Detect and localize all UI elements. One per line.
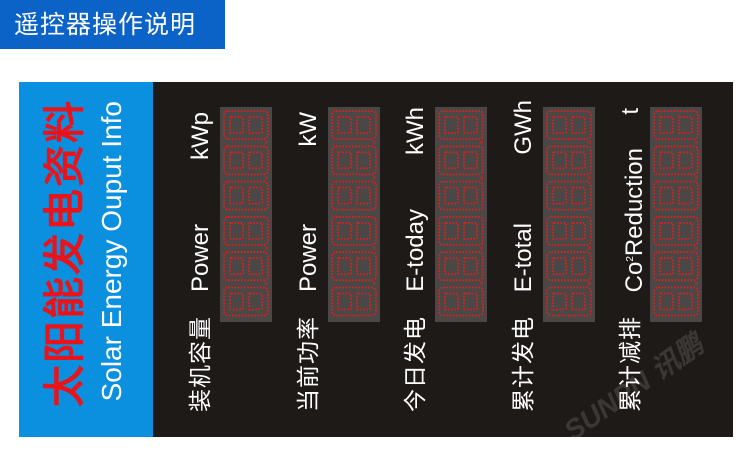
led-digit [545, 286, 592, 317]
unit-label: GWh [509, 100, 537, 155]
label-cn: 累计发电 [510, 316, 537, 412]
led-digit [653, 286, 699, 317]
led-display: × × × × [220, 107, 272, 322]
led-display: × × × × [650, 107, 702, 322]
led-digit: × [223, 110, 269, 147]
led-display: × × × × [327, 107, 380, 322]
led-digit: × [545, 216, 592, 253]
decimal-point: × [479, 138, 484, 147]
unit-label: kW [294, 112, 322, 147]
label-en: Power [294, 223, 322, 292]
title-cn: 太阳能发电资料 [40, 98, 89, 407]
decimal-point: × [264, 279, 269, 288]
decimal-point: × [587, 173, 592, 182]
title-en: Solar Energy Ouput Info [96, 100, 127, 401]
label-en-main: Co [621, 261, 648, 292]
decimal-point: × [694, 173, 699, 182]
led-digit [653, 180, 699, 211]
led-digit: × [223, 251, 269, 288]
led-digit: × [653, 216, 699, 253]
led-digit: × [330, 251, 377, 288]
solar-info-panel: 太阳能发电资料 Solar Energy Ouput Info SUNPN 讯鹏… [19, 82, 733, 447]
led-digit: × [438, 216, 484, 253]
unit-label: kWp [187, 112, 214, 160]
led-display: × × × × [542, 107, 595, 322]
led-digit: × [438, 145, 484, 182]
led-digit [223, 286, 269, 317]
label-en: E-total [509, 222, 537, 292]
decimal-point: × [372, 244, 377, 253]
decimal-point: × [479, 244, 484, 253]
decimal-point: × [694, 279, 699, 288]
label-cn: 今日发电 [403, 316, 429, 412]
led-digit: × [330, 216, 377, 253]
led-digit: × [653, 251, 699, 288]
led-digit: × [438, 110, 484, 147]
led-display: × × × × [435, 107, 487, 322]
label-cn: 装机容量 [188, 316, 214, 412]
label-en: Co2Reduction [617, 148, 649, 292]
decimal-point: × [479, 279, 484, 288]
unit-label: t [617, 108, 644, 115]
decimal-point: × [372, 279, 377, 288]
led-digit: × [330, 145, 377, 182]
led-digit: × [330, 110, 377, 147]
label-en-rest: Reduction [621, 147, 648, 256]
led-digit [545, 180, 592, 211]
decimal-point: × [264, 244, 269, 253]
decimal-point: × [587, 244, 592, 253]
decimal-point: × [372, 173, 377, 182]
label-en: Power [187, 223, 214, 292]
led-digit [438, 180, 484, 211]
decimal-point: × [264, 138, 269, 147]
decimal-point: × [587, 138, 592, 147]
led-digit: × [223, 145, 269, 182]
led-digit: × [653, 110, 699, 147]
label-en-sup: 2 [625, 255, 636, 262]
decimal-point: × [372, 138, 377, 147]
decimal-point: × [694, 244, 699, 253]
led-digit: × [545, 145, 592, 182]
led-digit: × [545, 110, 592, 147]
led-digit: × [653, 145, 699, 182]
decimal-point: × [587, 279, 592, 288]
label-cn: 累计减排 [618, 316, 644, 412]
led-digit [438, 286, 484, 317]
decimal-point: × [264, 173, 269, 182]
led-digit: × [223, 216, 269, 253]
led-digit [330, 286, 377, 317]
led-digit [223, 180, 269, 211]
page-title: 遥控器操作说明 [0, 0, 225, 49]
label-cn: 当前功率 [295, 316, 322, 412]
led-digit [330, 180, 377, 211]
decimal-point: × [694, 138, 699, 147]
decimal-point: × [479, 173, 484, 182]
led-digit: × [438, 251, 484, 288]
label-en: E-today [402, 209, 429, 292]
side-title-area: 太阳能发电资料 Solar Energy Ouput Info [19, 82, 153, 437]
unit-label: kWh [402, 107, 429, 155]
led-digit: × [545, 251, 592, 288]
